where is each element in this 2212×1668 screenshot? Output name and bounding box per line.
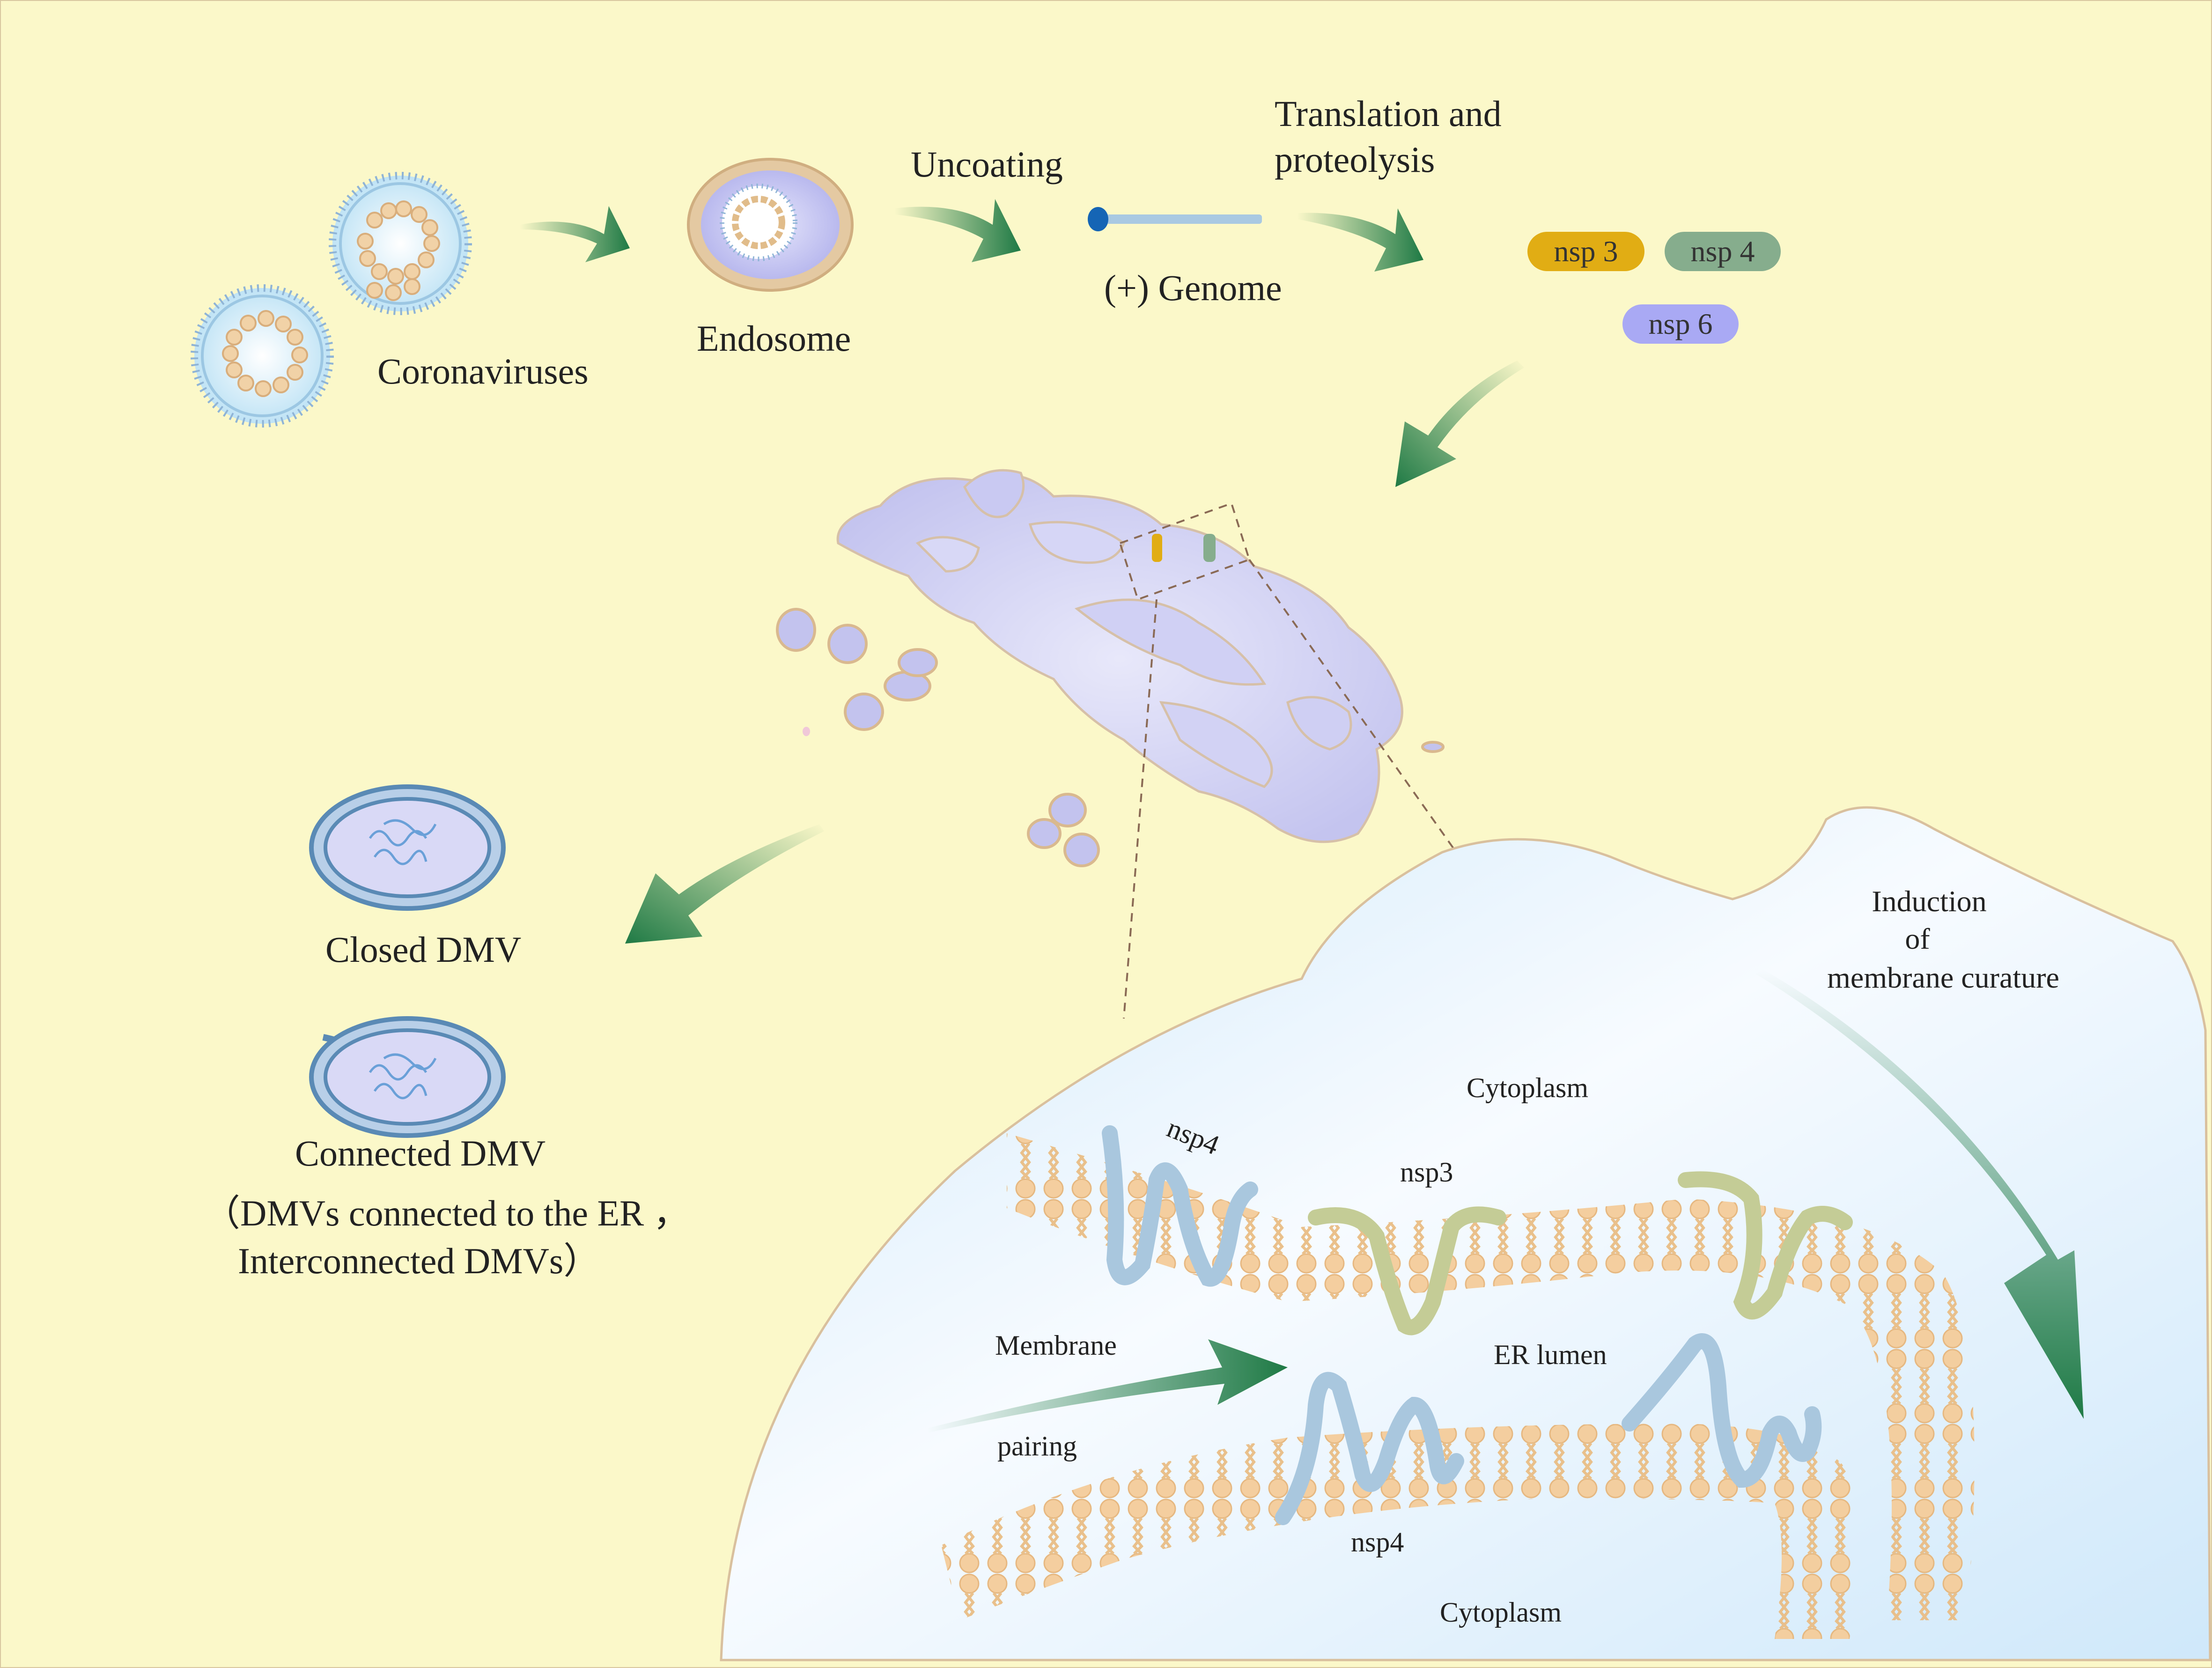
arrow-entry [520,206,630,262]
label-nsp4-lower: nsp4 [1351,1527,1404,1557]
label-connected-note-line2: Interconnected DMVs） [238,1240,600,1281]
arrow-to-dmv [625,824,824,944]
label-genome: (+) Genome [1104,267,1282,308]
label-cytoplasm-top: Cytoplasm [1467,1072,1589,1103]
lipid-bilayer-lower [941,1424,1857,1639]
label-induction-line3: membrane curature [1827,961,2059,994]
endosome [687,158,854,292]
arrow-membrane-pairing [927,1339,1288,1433]
closed-dmv [309,784,506,911]
label-connected-note-line1: （DMVs connected to the ER ， [204,1193,690,1233]
label-closed-dmv: Closed DMV [325,929,522,970]
label-connected-dmv: Connected DMV [295,1133,546,1174]
label-coronaviruses: Coronaviruses [377,351,589,391]
genome-rna [1088,207,1262,231]
nsp6-badge: nsp 6 [1622,304,1739,344]
lipid-bilayer-upper [1007,1133,1975,1620]
label-er-lumen: ER lumen [1494,1339,1607,1370]
arrow-translation [1297,208,1423,272]
label-translation-line2: proteolysis [1275,139,1435,180]
arrow-uncoating [894,199,1021,262]
nsp4-protein-upper [1102,1125,1258,1287]
endoplasmic-reticulum [836,469,1403,843]
nsp4-badge: nsp 4 [1665,232,1781,271]
nsp-markers-on-er [1152,534,1216,562]
nsp3-protein-right [1678,1171,1853,1320]
label-nsp3-inset: nsp3 [1400,1157,1453,1188]
nsp3-protein-left [1308,1206,1506,1336]
nsp3-badge: nsp 3 [1527,232,1644,271]
coronavirus-particle-large [329,172,472,315]
label-membrane: Membrane [995,1330,1117,1361]
label-endosome: Endosome [697,318,851,359]
label-translation-line1: Translation and [1275,93,1502,134]
label-cytoplasm-bottom: Cytoplasm [1440,1597,1562,1628]
connected-dmv [309,1016,506,1138]
coronavirus-particle-small [191,284,334,428]
arrow-to-er [1395,361,1524,487]
label-induction-line1: Induction [1872,885,1987,918]
label-uncoating: Uncoating [911,144,1063,185]
zoom-indicator [1119,502,1457,1019]
nsp4-protein-lower-left [1275,1372,1464,1525]
er-vesicles [776,608,1445,867]
label-induction-line2: of [1905,922,1930,955]
nsp4-protein-lower-right [1622,1333,1822,1488]
label-pairing: pairing [997,1431,1077,1461]
